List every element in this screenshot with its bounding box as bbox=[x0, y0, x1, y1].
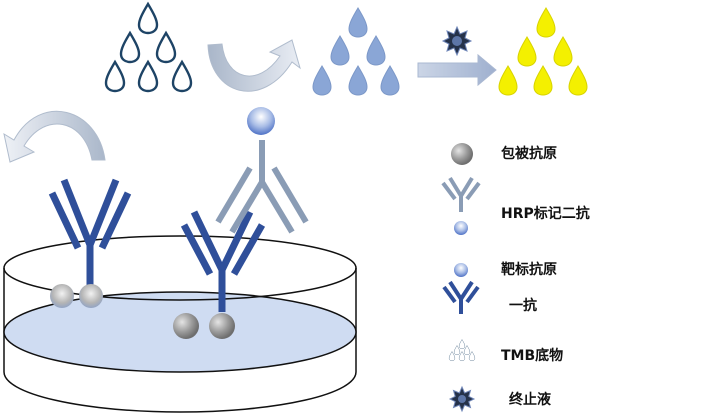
coated-antigen-1 bbox=[173, 313, 199, 339]
curved-arrow-right bbox=[207, 39, 301, 92]
legend-hrp-enzyme-icon bbox=[454, 221, 468, 235]
light-blue-drops bbox=[312, 7, 400, 96]
target-antigen-half-2 bbox=[79, 284, 103, 308]
stop-solution-star-top bbox=[441, 25, 473, 57]
curved-arrow-left bbox=[3, 110, 106, 163]
legend-target-antigen-label: 靶标抗原 bbox=[501, 262, 557, 278]
legend-stop-solution-label: 终止液 bbox=[509, 392, 551, 408]
yellow-product-drops bbox=[498, 7, 588, 96]
legend-stop-solution-icon bbox=[448, 385, 476, 413]
legend-hrp-antibody-icon bbox=[441, 176, 481, 212]
primary-antibody-right bbox=[180, 210, 266, 312]
legend-primary-antibody-label: 一抗 bbox=[509, 298, 537, 314]
hrp-secondary-antibody bbox=[215, 140, 309, 234]
target-antigen-half-1 bbox=[50, 284, 74, 308]
legend-coated-antigen-label: 包被抗原 bbox=[501, 146, 557, 162]
legend-tmb-icon bbox=[448, 339, 476, 361]
legend-hrp-antibody-label: HRP标记二抗 bbox=[501, 206, 590, 222]
hrp-enzyme bbox=[247, 107, 275, 135]
primary-antibody-left bbox=[48, 178, 132, 288]
legend-tmb-label: TMB底物 bbox=[501, 348, 564, 364]
legend-target-antigen-icon bbox=[454, 263, 468, 277]
coated-antigen-2 bbox=[209, 313, 235, 339]
legend-primary-antibody-icon bbox=[442, 280, 480, 314]
straight-arrow bbox=[417, 53, 497, 87]
tmb-substrate-drops bbox=[104, 2, 193, 93]
legend-coated-antigen-icon bbox=[451, 143, 473, 165]
